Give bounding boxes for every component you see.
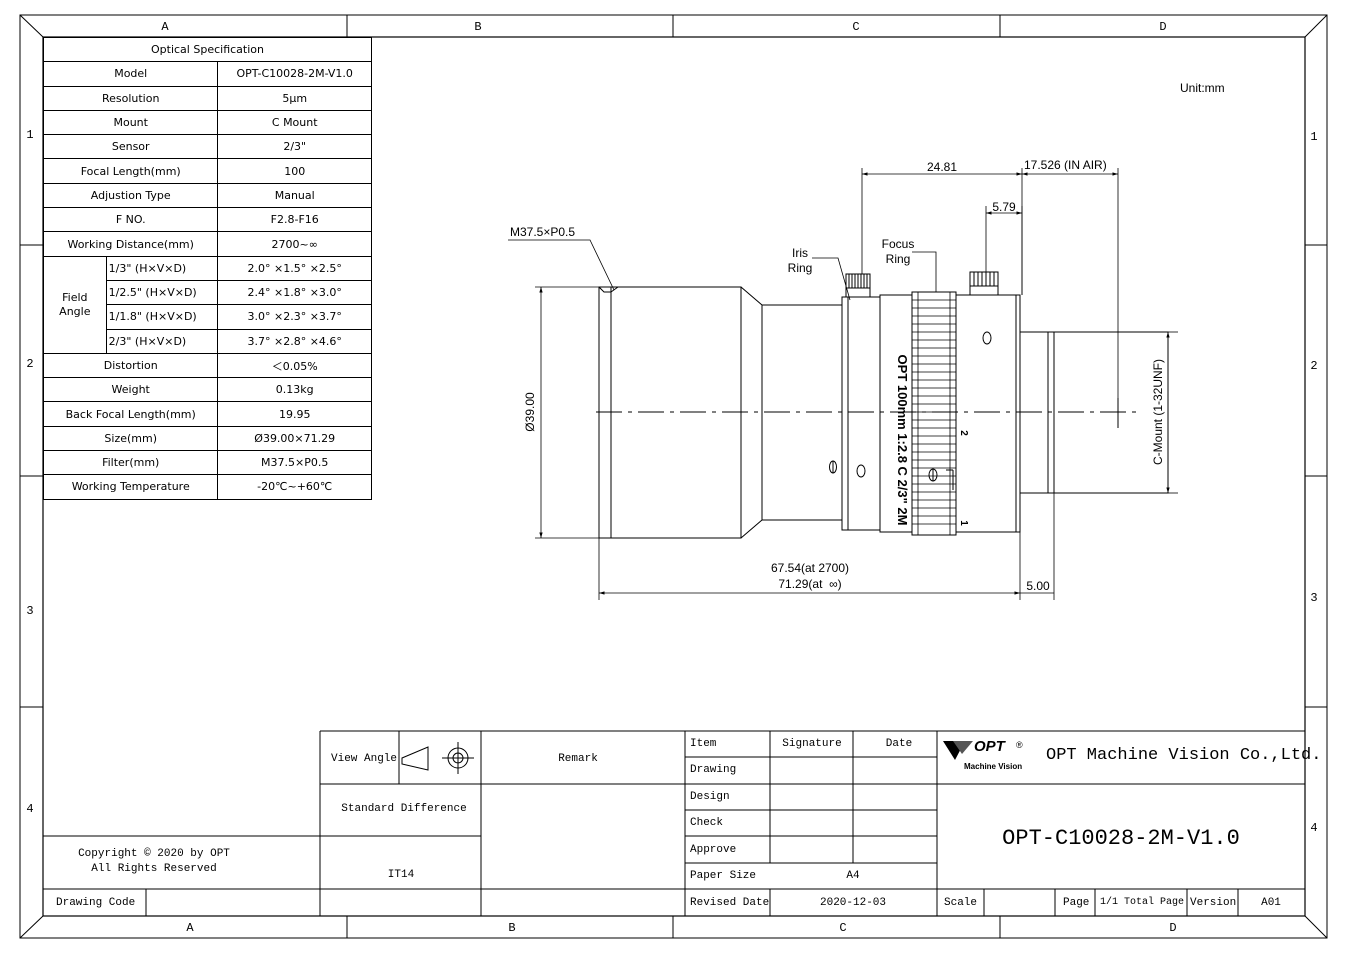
scale-label: Scale bbox=[944, 897, 978, 909]
col-label-b-top: B bbox=[474, 20, 482, 34]
dim-length-near: 67.54(at 2700) bbox=[770, 561, 850, 575]
dim-c-mount: C-Mount (1-32UNF) bbox=[1151, 358, 1165, 466]
role-drawing: Drawing bbox=[690, 764, 737, 776]
field-angle-row: 1/2.5" (H×V×D)2.4° ×1.8° ×3.0° bbox=[44, 279, 372, 306]
lens-engraving: OPT 100mm 1:2.8 C 2/3" 2M bbox=[895, 354, 910, 526]
company-name: OPT Machine Vision Co.,Ltd. bbox=[1046, 746, 1322, 765]
paper-size-label: Paper Size bbox=[690, 870, 757, 882]
focus-mark-1: 1 bbox=[957, 520, 969, 526]
spec-row: Size(mm)Ø39.00×71.29 bbox=[42, 425, 372, 452]
col-label-d-bottom: D bbox=[1169, 921, 1177, 935]
row-label-3-right: 3 bbox=[1310, 591, 1318, 605]
col-label-a-top: A bbox=[161, 20, 169, 34]
paper-size-value: A4 bbox=[846, 870, 860, 882]
dimension-lines bbox=[508, 168, 1178, 600]
dim-5-00: 5.00 bbox=[1026, 579, 1050, 593]
spec-row: F NO.F2.8-F16 bbox=[42, 207, 372, 233]
col-label-c-top: C bbox=[852, 20, 860, 34]
logo-registered-icon: ® bbox=[1016, 740, 1023, 750]
row-label-4-left: 4 bbox=[26, 802, 34, 816]
total-page: 1/1 Total Page bbox=[1100, 897, 1185, 908]
spec-row: Filter(mm)M37.5×P0.5 bbox=[42, 450, 372, 476]
col-label-b-bottom: B bbox=[508, 921, 516, 935]
col-label-c-bottom: C bbox=[839, 921, 847, 935]
row-label-1-right: 1 bbox=[1310, 130, 1318, 144]
revised-date-label: Revised Date bbox=[690, 897, 770, 909]
role-design: Design bbox=[690, 791, 730, 803]
dim-17-526: 17.526 (IN AIR) bbox=[1024, 158, 1107, 172]
revised-date-value: 2020-12-03 bbox=[819, 897, 887, 909]
version-label: Version bbox=[1190, 897, 1237, 909]
part-number: OPT-C10028-2M-V1.0 bbox=[1002, 826, 1240, 851]
row-label-2-right: 2 bbox=[1310, 359, 1318, 373]
signature-label: Signature bbox=[782, 738, 842, 750]
opt-logo-icon bbox=[943, 741, 973, 760]
tolerance-value: IT14 bbox=[387, 869, 415, 881]
dim-5-79: 5.79 bbox=[992, 200, 1016, 214]
focus-mark-2: 2 bbox=[957, 430, 969, 436]
field-angle-label: Field Angle bbox=[43, 255, 107, 354]
projection-symbol bbox=[401, 742, 474, 774]
row-label-3-left: 3 bbox=[26, 604, 34, 618]
lens-side-view bbox=[598, 271, 1169, 539]
dim-length-infinity: 71.29(at ∞) bbox=[778, 577, 842, 591]
unit-label: Unit:mm bbox=[1180, 81, 1225, 95]
field-angle-row: 2/3" (H×V×D)3.7° ×2.8° ×4.6° bbox=[44, 328, 372, 354]
remark-label: Remark bbox=[558, 753, 598, 765]
spec-row: Working Distance(mm)2700~∞ bbox=[42, 231, 372, 257]
view-angle-label: View Angle bbox=[330, 753, 398, 765]
spec-row: Back Focal Length(mm)19.95 bbox=[42, 401, 372, 427]
logo-text: OPT bbox=[974, 738, 1005, 755]
page-label: Page bbox=[1063, 897, 1090, 909]
title-block-grid bbox=[43, 730, 1305, 916]
field-angle-row: 1/1.8" (H×V×D)3.0° ×2.3° ×3.7° bbox=[44, 304, 372, 330]
row-label-2-left: 2 bbox=[26, 357, 34, 371]
sheet-border bbox=[19, 14, 1328, 939]
version-value: A01 bbox=[1261, 897, 1281, 909]
date-label: Date bbox=[885, 738, 913, 750]
col-label-d-top: D bbox=[1159, 20, 1167, 34]
spec-row: Distortion＜0.05% bbox=[42, 352, 372, 379]
row-label-4-right: 4 bbox=[1310, 821, 1318, 835]
row-label-1-left: 1 bbox=[26, 128, 34, 142]
role-approve: Approve bbox=[690, 844, 737, 856]
dim-diameter: Ø39.00 bbox=[523, 392, 537, 432]
dim-24-81: 24.81 bbox=[926, 160, 958, 174]
standard-difference-label: Standard Difference bbox=[341, 803, 467, 815]
spec-title: Optical Specification bbox=[43, 36, 372, 63]
drawing-code-label: Drawing Code bbox=[56, 897, 136, 909]
role-check: Check bbox=[690, 817, 724, 829]
spec-row: Working Temperature-20℃~+60℃ bbox=[42, 474, 372, 500]
logo-subtitle: Machine Vision bbox=[964, 762, 1023, 771]
spec-row: Focal Length(mm)100 bbox=[42, 158, 372, 184]
field-angle-row: Field Angle 1/3" (H×V×D)2.0° ×1.5° ×2.5° bbox=[43, 255, 372, 354]
col-label-a-bottom: A bbox=[186, 921, 194, 935]
item-label: Item bbox=[690, 738, 717, 750]
thread-label: M37.5×P0.5 bbox=[510, 225, 576, 239]
focus-ring-knurl bbox=[912, 292, 956, 535]
